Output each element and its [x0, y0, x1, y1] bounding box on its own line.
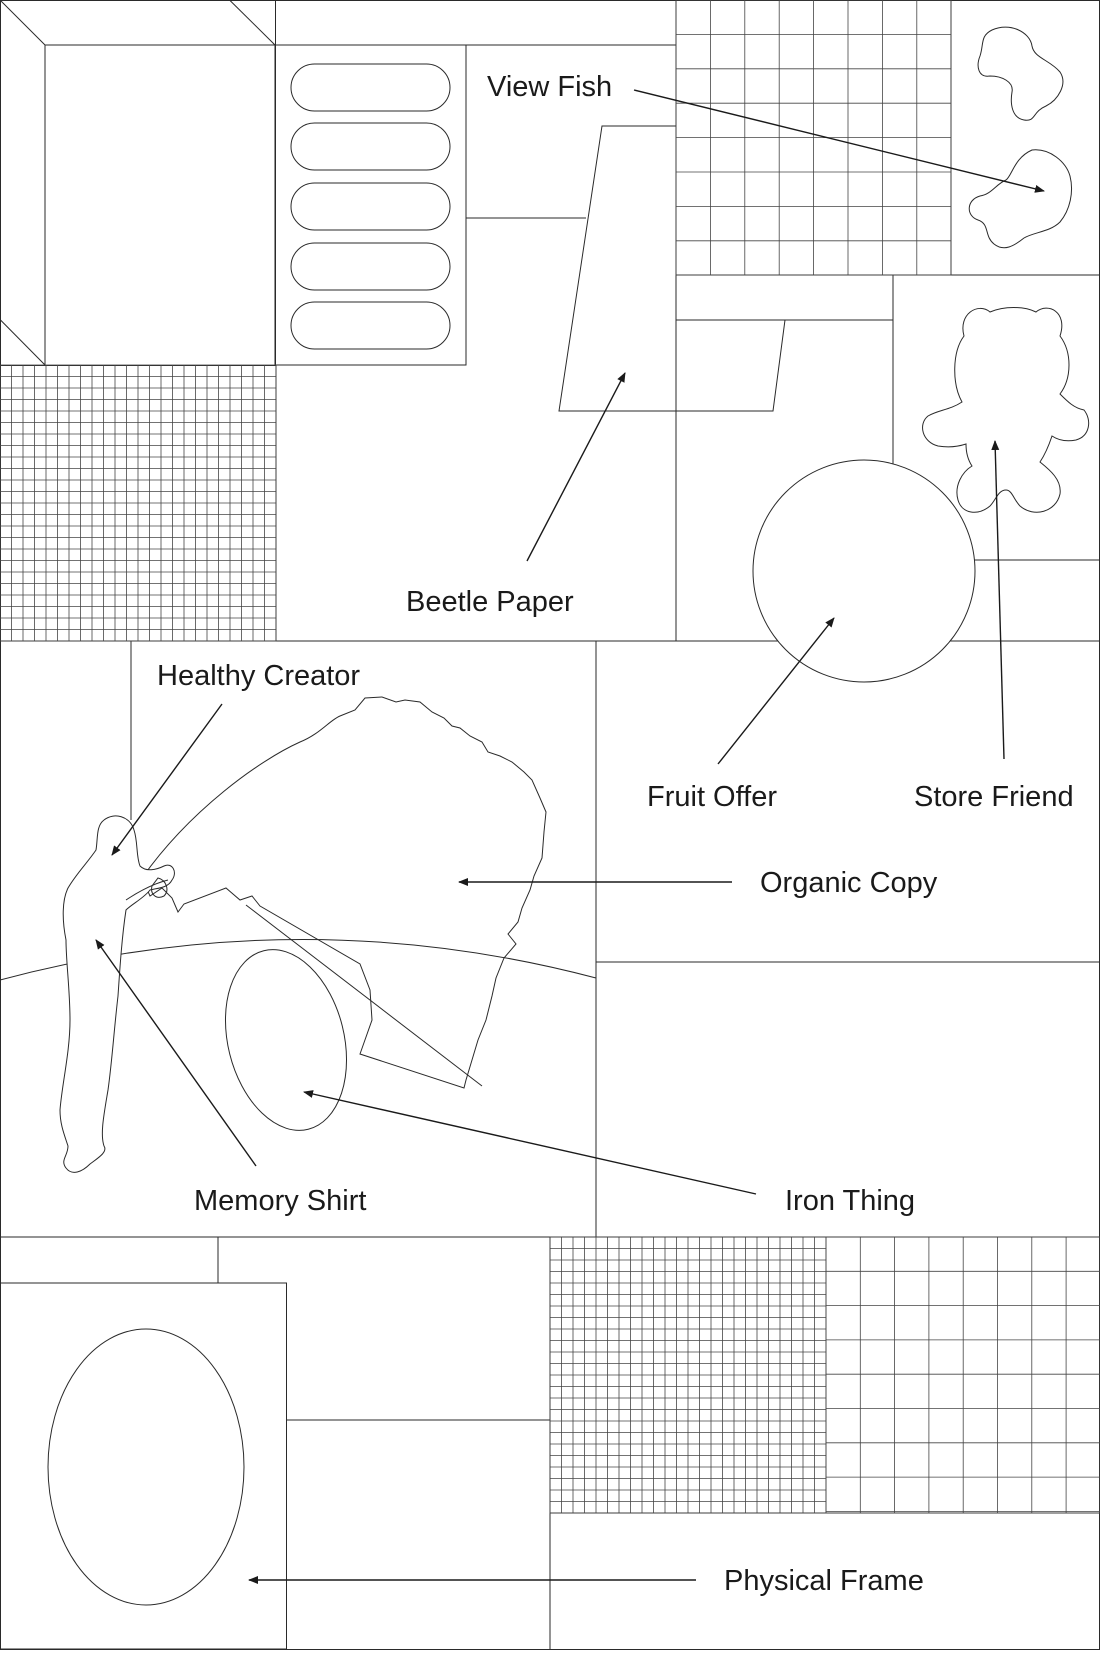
arrow-memory-shirt	[95, 939, 257, 1167]
fruit-offer-circle	[752, 459, 976, 683]
frame-panel	[0, 1282, 287, 1650]
physical-frame-ellipse	[47, 1328, 245, 1606]
grid-coarse-bottom	[825, 1236, 1100, 1514]
label-memory-shirt: Memory Shirt	[194, 1185, 366, 1217]
pill-item	[290, 122, 451, 171]
arrow-healthy-creator	[111, 703, 223, 856]
iron-thing-ellipse	[224, 949, 348, 1131]
grid-fine-bottom	[549, 1236, 827, 1514]
pill-item	[290, 301, 451, 350]
person-silhouette	[59, 815, 175, 1173]
arrow-store-friend	[991, 440, 1005, 760]
arrow-beetle-paper	[526, 372, 626, 562]
label-iron-thing: Iron Thing	[785, 1185, 915, 1217]
arrows	[95, 89, 1045, 1584]
label-beetle-paper: Beetle Paper	[406, 586, 574, 618]
labels: View Fish Beetle Paper Healthy Creator F…	[157, 71, 1074, 1597]
teddy-bear-shape	[922, 307, 1090, 513]
label-fruit-offer: Fruit Offer	[647, 781, 777, 813]
organic-copy-shape	[141, 696, 547, 1089]
grid-patterns	[0, 0, 1100, 1514]
fish-shapes	[968, 26, 1073, 249]
pill-panel	[274, 44, 467, 366]
label-physical-frame: Physical Frame	[724, 1565, 924, 1597]
palette-shape	[151, 877, 168, 898]
arrow-fruit-offer	[717, 617, 835, 765]
label-store-friend: Store Friend	[914, 781, 1074, 813]
pill-item	[290, 63, 451, 112]
fish-shape-upper	[977, 26, 1064, 121]
box-panel-top-left	[0, 0, 276, 366]
label-healthy-creator: Healthy Creator	[157, 660, 360, 692]
organic-copy-edge	[245, 904, 483, 1087]
label-organic-copy: Organic Copy	[760, 867, 938, 899]
fish-shape-lower	[968, 149, 1073, 249]
pill-stack	[290, 63, 451, 350]
pill-item	[290, 182, 451, 231]
beetle-paper-shape	[558, 125, 786, 412]
grid-top-right	[675, 0, 952, 276]
pill-item	[290, 242, 451, 291]
label-view-fish: View Fish	[487, 71, 612, 103]
arrow-iron-thing	[303, 1090, 757, 1195]
arrow-view-fish	[633, 89, 1045, 193]
grid-fine-left	[0, 364, 277, 642]
